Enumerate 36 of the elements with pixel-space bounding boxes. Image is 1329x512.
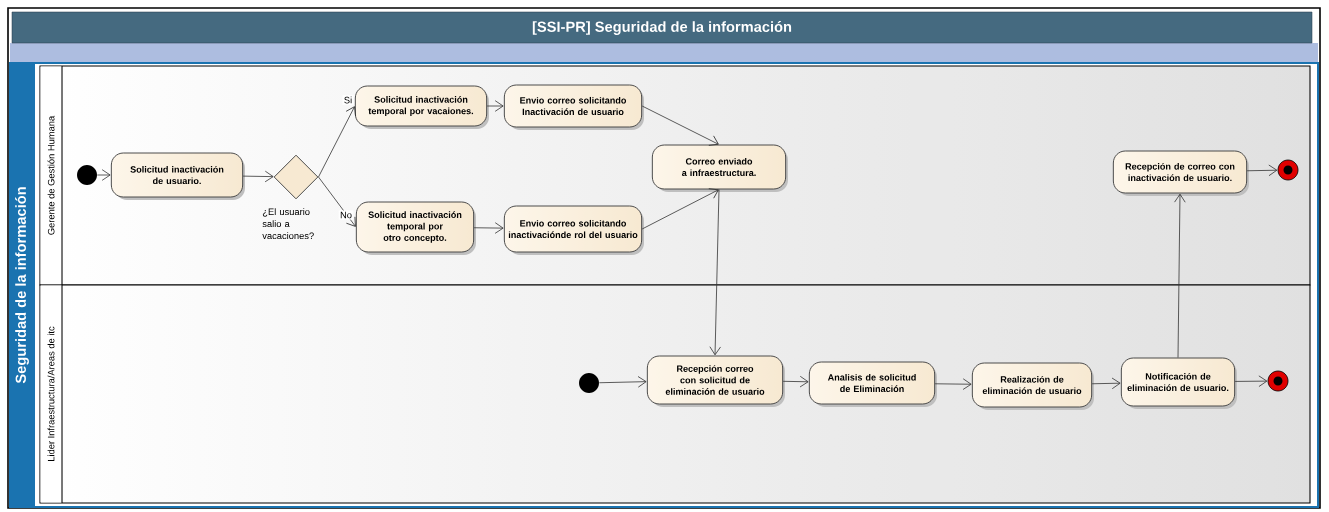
arrow	[96, 169, 111, 181]
activity-box: Recepción de correo con inactivación de usuario.	[1112, 150, 1249, 196]
question-text: ¿El usuario salio a vacaciones?	[262, 208, 314, 240]
arrow	[1234, 375, 1268, 387]
arrow	[598, 376, 647, 388]
arrow	[318, 106, 357, 178]
end-node	[1277, 159, 1299, 181]
edge-label: No	[338, 210, 354, 220]
activity-box: Analisis de solicitud de Eliminación	[808, 361, 937, 407]
title-bar: [SSI-PR] Seguridad de la información	[11, 11, 1313, 44]
activity-box: Realización de eliminación de usuario	[971, 362, 1094, 410]
end-node	[1267, 370, 1289, 392]
arrow	[709, 189, 721, 356]
arrow	[1174, 193, 1186, 358]
start-node	[77, 165, 97, 185]
arrow	[641, 105, 719, 146]
activity-box: Solicitud inactivación temporal por vacaiones.	[354, 85, 489, 129]
arrow	[473, 222, 504, 234]
arrow	[242, 170, 274, 183]
arrow	[1246, 164, 1278, 177]
activity-box: Notificación de eliminación de usuario.	[1120, 357, 1237, 409]
activity-box: Recepción correo con solicitud de eliminación de usuario	[646, 355, 785, 407]
decision-diamond	[273, 154, 319, 200]
activity-box: Solicitud inactivación temporal por otro concepto.	[355, 201, 476, 255]
edge-label: Si	[342, 95, 354, 105]
activity-box: Envio correo solicitando Inactivación de usuario	[503, 84, 644, 130]
activity-box: Envio correo solicitando inactivaciónde rol del usuario	[503, 205, 644, 255]
arrow	[934, 378, 972, 390]
arrow	[486, 100, 504, 112]
activity-box: Solicitud inactivación de usuario.	[110, 152, 245, 200]
arrow	[1091, 377, 1121, 390]
arrow	[782, 375, 809, 388]
arrow	[318, 176, 356, 227]
arrow	[641, 188, 719, 230]
activity-box: Correo enviado a infraestructura.	[651, 144, 788, 192]
start-node	[579, 373, 599, 393]
